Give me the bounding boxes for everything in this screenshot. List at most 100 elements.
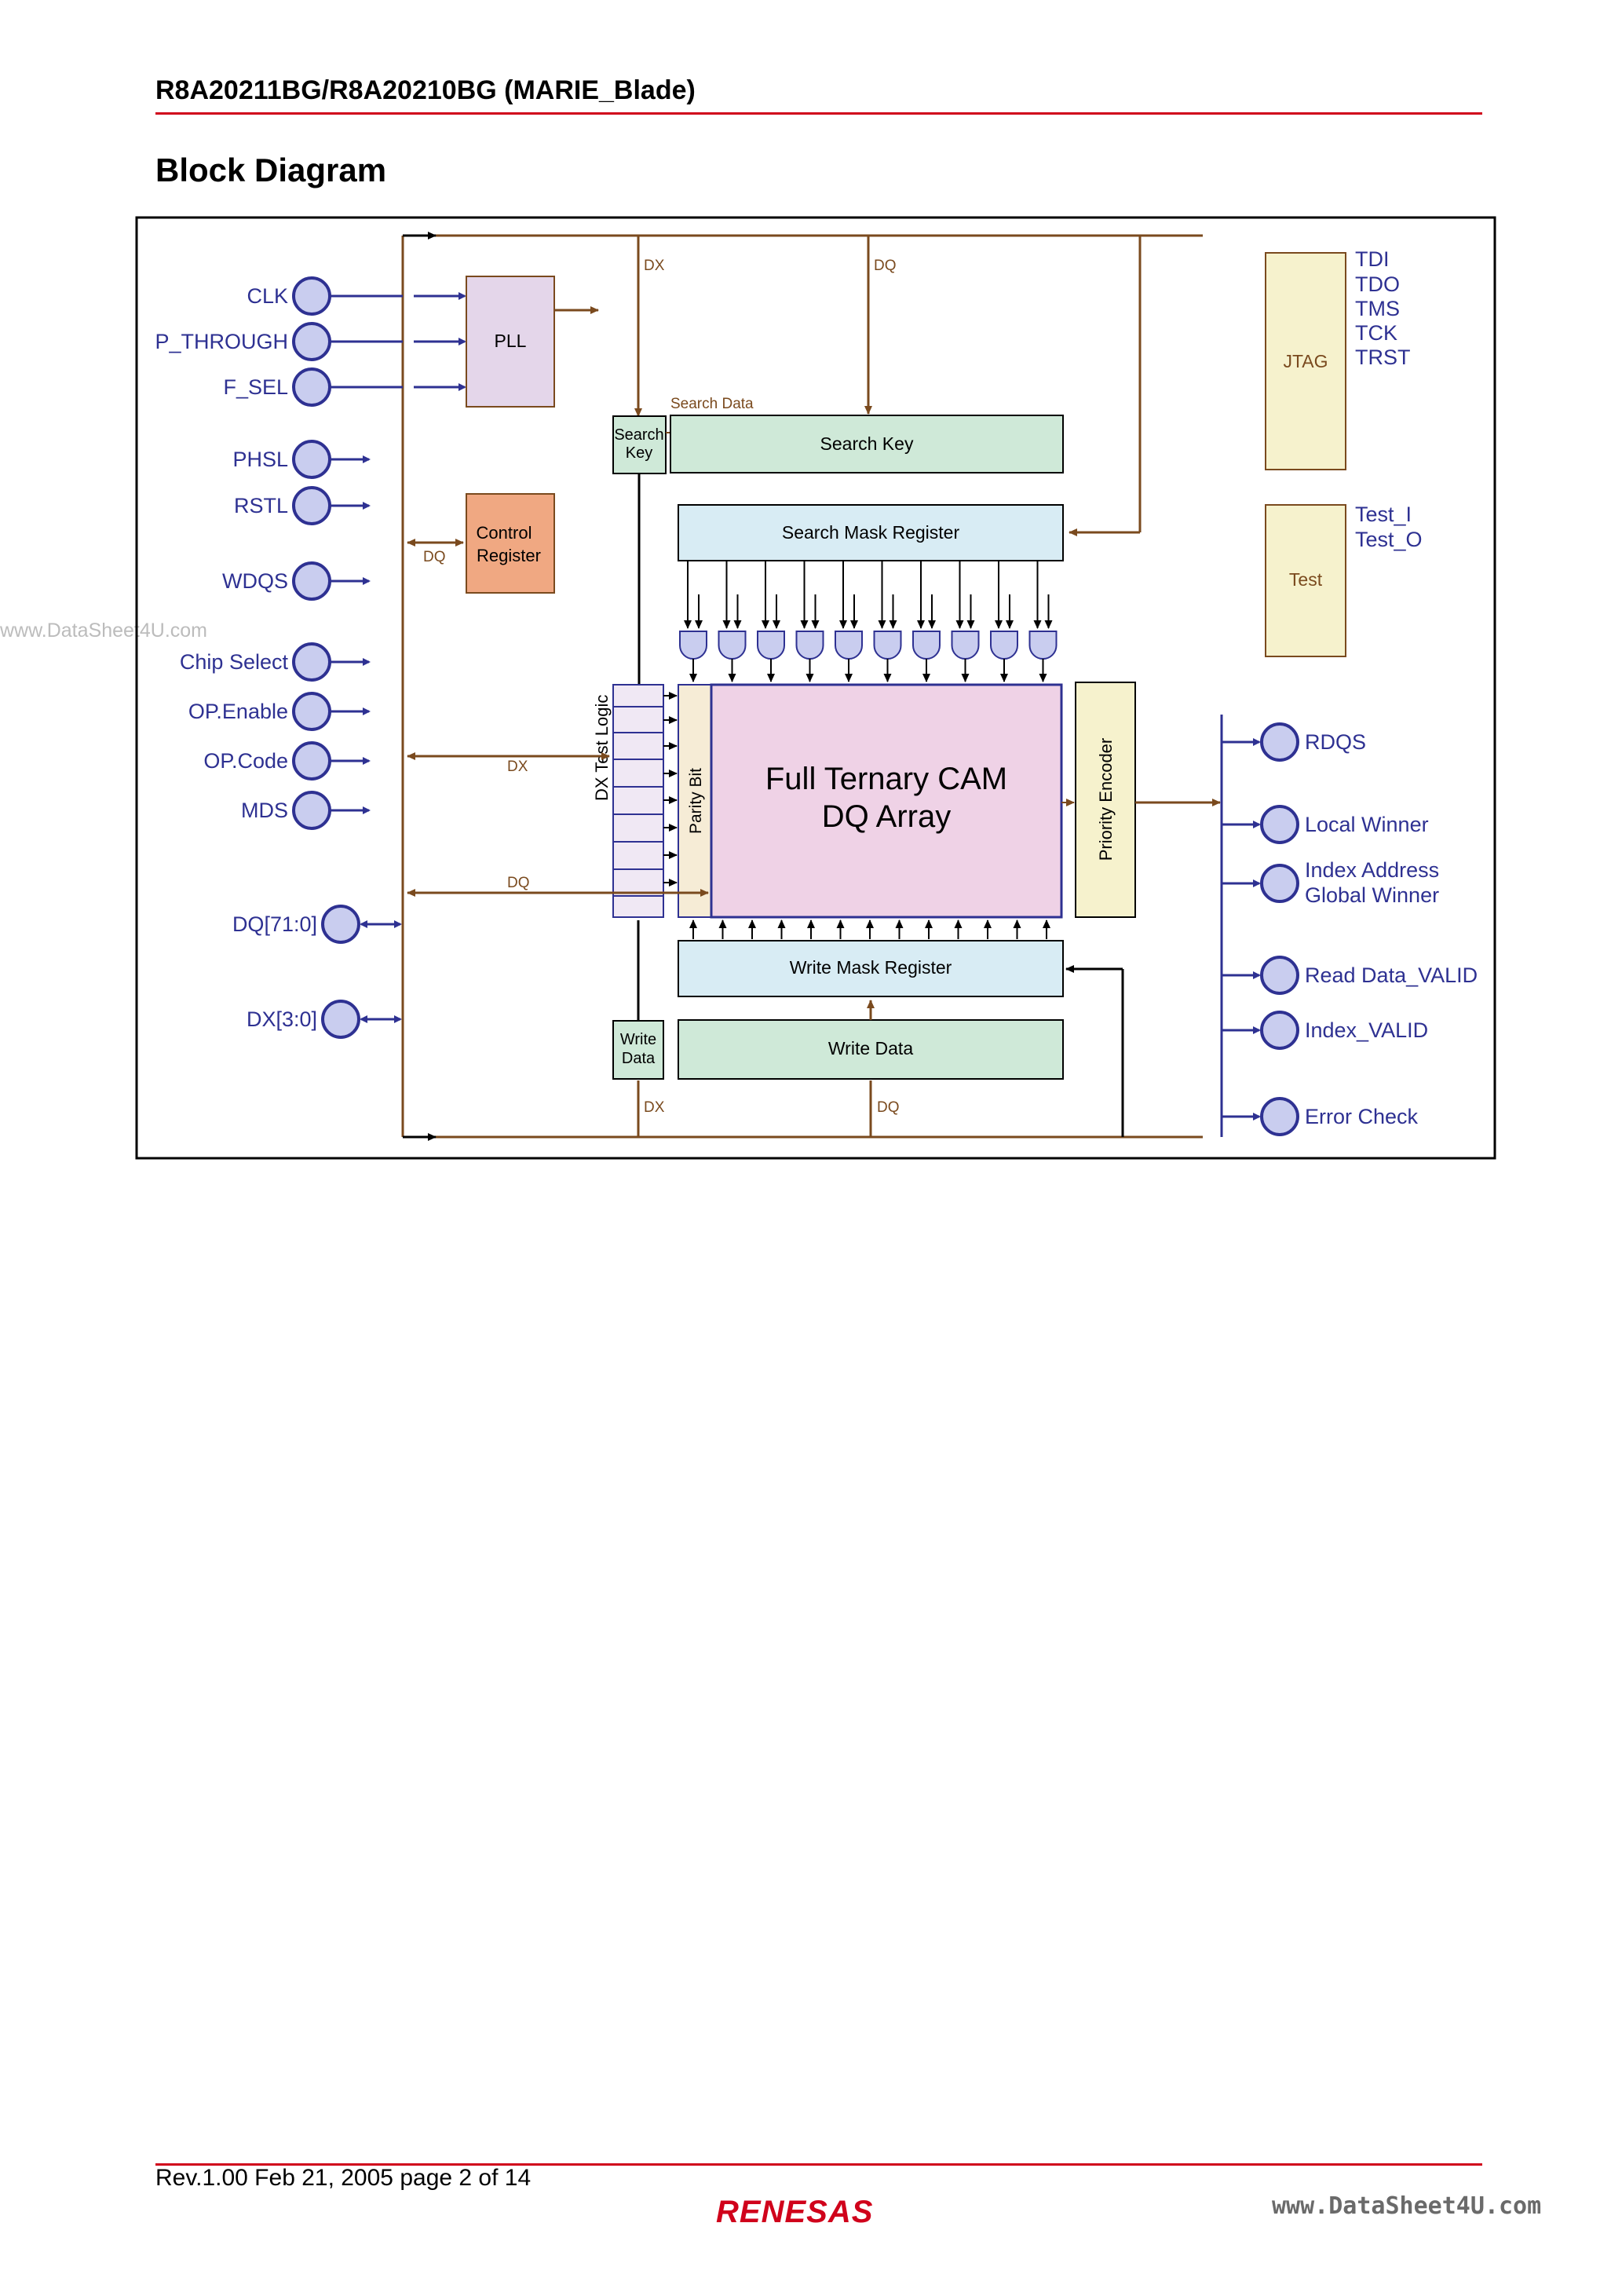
label-rdqs: RDQS xyxy=(1305,730,1366,754)
footer-revision: Rev.1.00 Feb 21, 2005 page 2 of 14 xyxy=(155,2165,532,2191)
label-global-winner: Global Winner xyxy=(1305,883,1439,907)
dx-test-logic-block xyxy=(612,684,664,918)
and-gate xyxy=(757,631,785,660)
label-rstl: RSTL xyxy=(234,494,288,517)
label-clk: CLK xyxy=(247,284,288,308)
section-heading: Block Diagram xyxy=(155,152,387,188)
label-read-data-valid: Read Data_VALID xyxy=(1305,963,1478,987)
bottom-dx-label: DX xyxy=(644,1099,665,1116)
write-mask-register-label: Write Mask Register xyxy=(790,957,952,978)
and-gate xyxy=(990,631,1018,660)
header-rule xyxy=(155,112,1482,115)
label-index-valid: Index_VALID xyxy=(1305,1018,1428,1042)
diagram-frame xyxy=(135,216,1496,1160)
label-tms: TMS xyxy=(1355,297,1400,320)
footer-watermark: www.DataSheet4U.com xyxy=(1272,2192,1542,2220)
pin-wdqs xyxy=(292,561,331,601)
label-test-o: Test_O xyxy=(1355,528,1423,551)
and-gate xyxy=(912,631,941,660)
label-tck: TCK xyxy=(1355,321,1397,345)
pin-phsl xyxy=(292,440,331,479)
watermark: www.DataSheet4U.com xyxy=(0,620,208,642)
priority-encoder-block xyxy=(1075,682,1136,918)
and-gate xyxy=(835,631,863,660)
mid-dx-label: DX xyxy=(507,759,528,775)
and-gate xyxy=(1028,631,1058,660)
jtag-label: JTAG xyxy=(1283,351,1328,371)
label-phsl: PHSL xyxy=(232,448,288,471)
control-register-dq-label: DQ xyxy=(423,549,446,565)
footer-rule xyxy=(155,2163,1482,2166)
renesas-logo: RENESAS xyxy=(716,2195,874,2229)
and-gate xyxy=(873,631,902,660)
control-register-label-2: Register xyxy=(477,546,541,565)
and-gate xyxy=(679,631,707,660)
pin-clk xyxy=(292,276,331,316)
label-chip-select: Chip Select xyxy=(180,650,289,674)
label-p-through: P_THROUGH xyxy=(155,330,288,353)
pll-label: PLL xyxy=(495,331,527,351)
mid-dq-label: DQ xyxy=(507,875,530,891)
label-index-address: Index Address xyxy=(1305,858,1439,882)
pin-op-enable xyxy=(292,692,331,731)
main-bus xyxy=(401,234,1203,1139)
pin-f-sel xyxy=(292,367,331,407)
label-mds: MDS xyxy=(241,799,288,822)
pin-local-winner xyxy=(1260,805,1299,844)
search-key-small-label-1: Search xyxy=(614,426,663,444)
pin-index-valid xyxy=(1260,1011,1299,1050)
search-mask-register-label: Search Mask Register xyxy=(782,522,960,543)
dx-test-logic-label: DX Test Logic xyxy=(592,695,612,801)
and-gate xyxy=(718,631,747,660)
pin-rstl xyxy=(292,486,331,525)
pin-read-data-valid xyxy=(1260,956,1299,995)
pin-p-through xyxy=(292,322,331,361)
cam-array-block xyxy=(710,683,1063,919)
label-dx-pin: DX[3:0] xyxy=(247,1007,317,1031)
search-data-label: Search Data xyxy=(670,396,754,412)
label-tdi: TDI xyxy=(1355,247,1390,271)
write-data-block xyxy=(678,1019,1064,1080)
pin-rdqs xyxy=(1260,722,1299,762)
search-key-block xyxy=(670,415,1064,473)
input-pin-arrows xyxy=(330,292,466,1023)
document-title: R8A20211BG/R8A20210BG (MARIE_Blade) xyxy=(155,75,696,105)
search-key-small-label-2: Key xyxy=(626,444,652,462)
pll-block xyxy=(466,276,555,408)
pin-op-code xyxy=(292,741,331,781)
search-mask-register-block xyxy=(678,504,1064,561)
pin-index-address xyxy=(1260,864,1299,903)
label-f-sel: F_SEL xyxy=(223,375,288,399)
search-key-small-block xyxy=(612,415,667,474)
write-data-small-label-1: Write xyxy=(620,1031,656,1048)
and-gate xyxy=(951,631,980,660)
and-gate-row xyxy=(679,561,1058,682)
top-dx-label: DX xyxy=(644,258,665,274)
bottom-dq-label: DQ xyxy=(877,1099,900,1116)
label-error-check: Error Check xyxy=(1305,1105,1419,1128)
pin-dx xyxy=(321,1000,360,1039)
top-dq-label: DQ xyxy=(874,258,897,274)
label-op-code: OP.Code xyxy=(203,749,288,773)
cam-array-label-2: DQ Array xyxy=(822,799,951,834)
priority-encoder-label: Priority Encoder xyxy=(1096,738,1116,861)
test-label: Test xyxy=(1289,569,1323,590)
cam-array-label-1: Full Ternary CAM xyxy=(765,762,1007,796)
write-mask-arrows xyxy=(689,919,1050,939)
label-wdqs: WDQS xyxy=(222,569,288,593)
pin-chip-select xyxy=(292,642,331,682)
label-dq-pin: DQ[71:0] xyxy=(232,912,317,936)
write-mask-register-block xyxy=(678,940,1064,997)
pin-mds xyxy=(292,791,331,830)
write-data-small-label-2: Data xyxy=(622,1050,656,1067)
label-test-i: Test_I xyxy=(1355,503,1412,526)
and-gate xyxy=(795,631,824,660)
jtag-block xyxy=(1265,252,1346,470)
test-block xyxy=(1265,504,1346,657)
parity-bit-block xyxy=(678,684,712,918)
pin-error-check xyxy=(1260,1097,1299,1136)
write-data-label: Write Data xyxy=(828,1038,913,1058)
search-key-label: Search Key xyxy=(820,433,914,454)
label-tdo: TDO xyxy=(1355,272,1400,296)
